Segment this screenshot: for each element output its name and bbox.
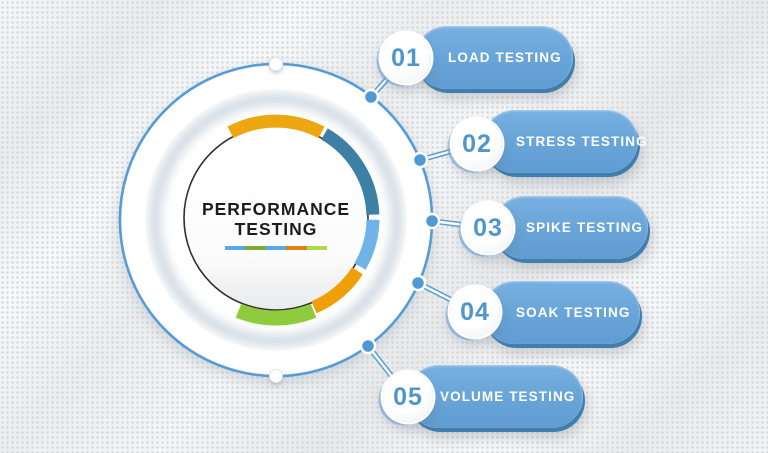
pill-label: SPIKE TESTING (526, 220, 644, 235)
number-badge: 03 (463, 203, 513, 253)
arc-teal-right (321, 128, 380, 216)
ring-band (119, 63, 433, 377)
connector-dot-2 (411, 151, 429, 169)
pill-label: VOLUME TESTING (440, 389, 576, 404)
underline-segment (225, 246, 246, 250)
pill-body: SOAK TESTING (483, 281, 640, 344)
connector-dots (359, 88, 441, 355)
underline-segment (306, 246, 328, 250)
underline-segment (286, 246, 307, 250)
arc-segments (227, 114, 380, 326)
title-underline (225, 246, 328, 250)
number-badge: 01 (381, 33, 431, 83)
pill-body: LOAD TESTING (415, 26, 573, 89)
center-title-line2: TESTING (234, 219, 318, 239)
arc-green-bottom (235, 303, 317, 326)
number-badge: 02 (452, 119, 502, 169)
pill-body: VOLUME TESTING (407, 365, 583, 428)
connector-dot-1 (362, 88, 380, 106)
pill-label: SOAK TESTING (516, 305, 631, 320)
center-title-line1: PERFORMANCE (201, 199, 351, 219)
arc-sky-right (354, 219, 380, 270)
underline-segment (245, 246, 266, 250)
pill-label: LOAD TESTING (448, 50, 562, 65)
connector-dot-5 (359, 337, 377, 355)
connector-dot-4 (409, 274, 427, 292)
ring-dot-bottom (269, 369, 283, 383)
center-title: PERFORMANCE TESTING (166, 199, 386, 250)
pill-body: SPIKE TESTING (493, 196, 648, 259)
number-badge: 04 (450, 287, 500, 337)
number-badge: 05 (383, 372, 433, 422)
ring-inner-shadow (149, 93, 403, 347)
pill-label: STRESS TESTING (516, 134, 648, 149)
connector-dot-3 (423, 212, 441, 230)
underline-segment (265, 246, 287, 250)
ring-dot-top (269, 57, 283, 71)
arc-orange-top (227, 114, 325, 139)
pill-body: STRESS TESTING (483, 110, 647, 173)
arc-amber-bottom (311, 267, 363, 314)
